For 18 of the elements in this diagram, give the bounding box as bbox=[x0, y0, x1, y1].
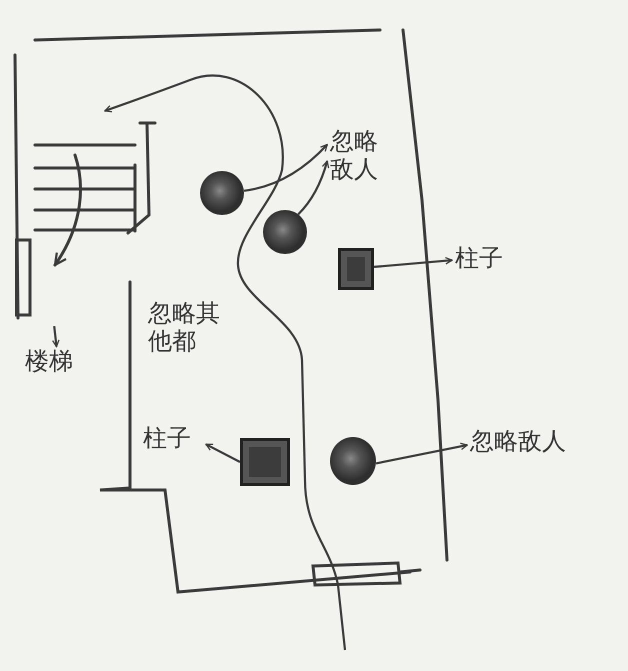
note-text: 忽略其他都 bbox=[148, 300, 221, 356]
enemy-marker bbox=[263, 210, 307, 254]
note-text: 柱子 bbox=[455, 245, 515, 273]
arrow bbox=[205, 443, 240, 463]
arrow bbox=[297, 160, 330, 216]
enemy-marker bbox=[330, 437, 376, 485]
arrow bbox=[244, 144, 328, 192]
pillar-marker bbox=[338, 248, 374, 290]
arrow bbox=[374, 256, 453, 268]
note-text: 楼梯 bbox=[25, 348, 95, 376]
note-text: 忽略敌人 bbox=[330, 128, 386, 184]
arrow bbox=[376, 442, 468, 464]
note-text: 柱子 bbox=[143, 425, 203, 453]
route-arrow bbox=[104, 74, 346, 650]
pillar-marker bbox=[240, 438, 290, 486]
enemy-marker bbox=[200, 171, 244, 215]
note-text: 忽略敌人 bbox=[470, 428, 610, 456]
arrow bbox=[52, 326, 60, 348]
